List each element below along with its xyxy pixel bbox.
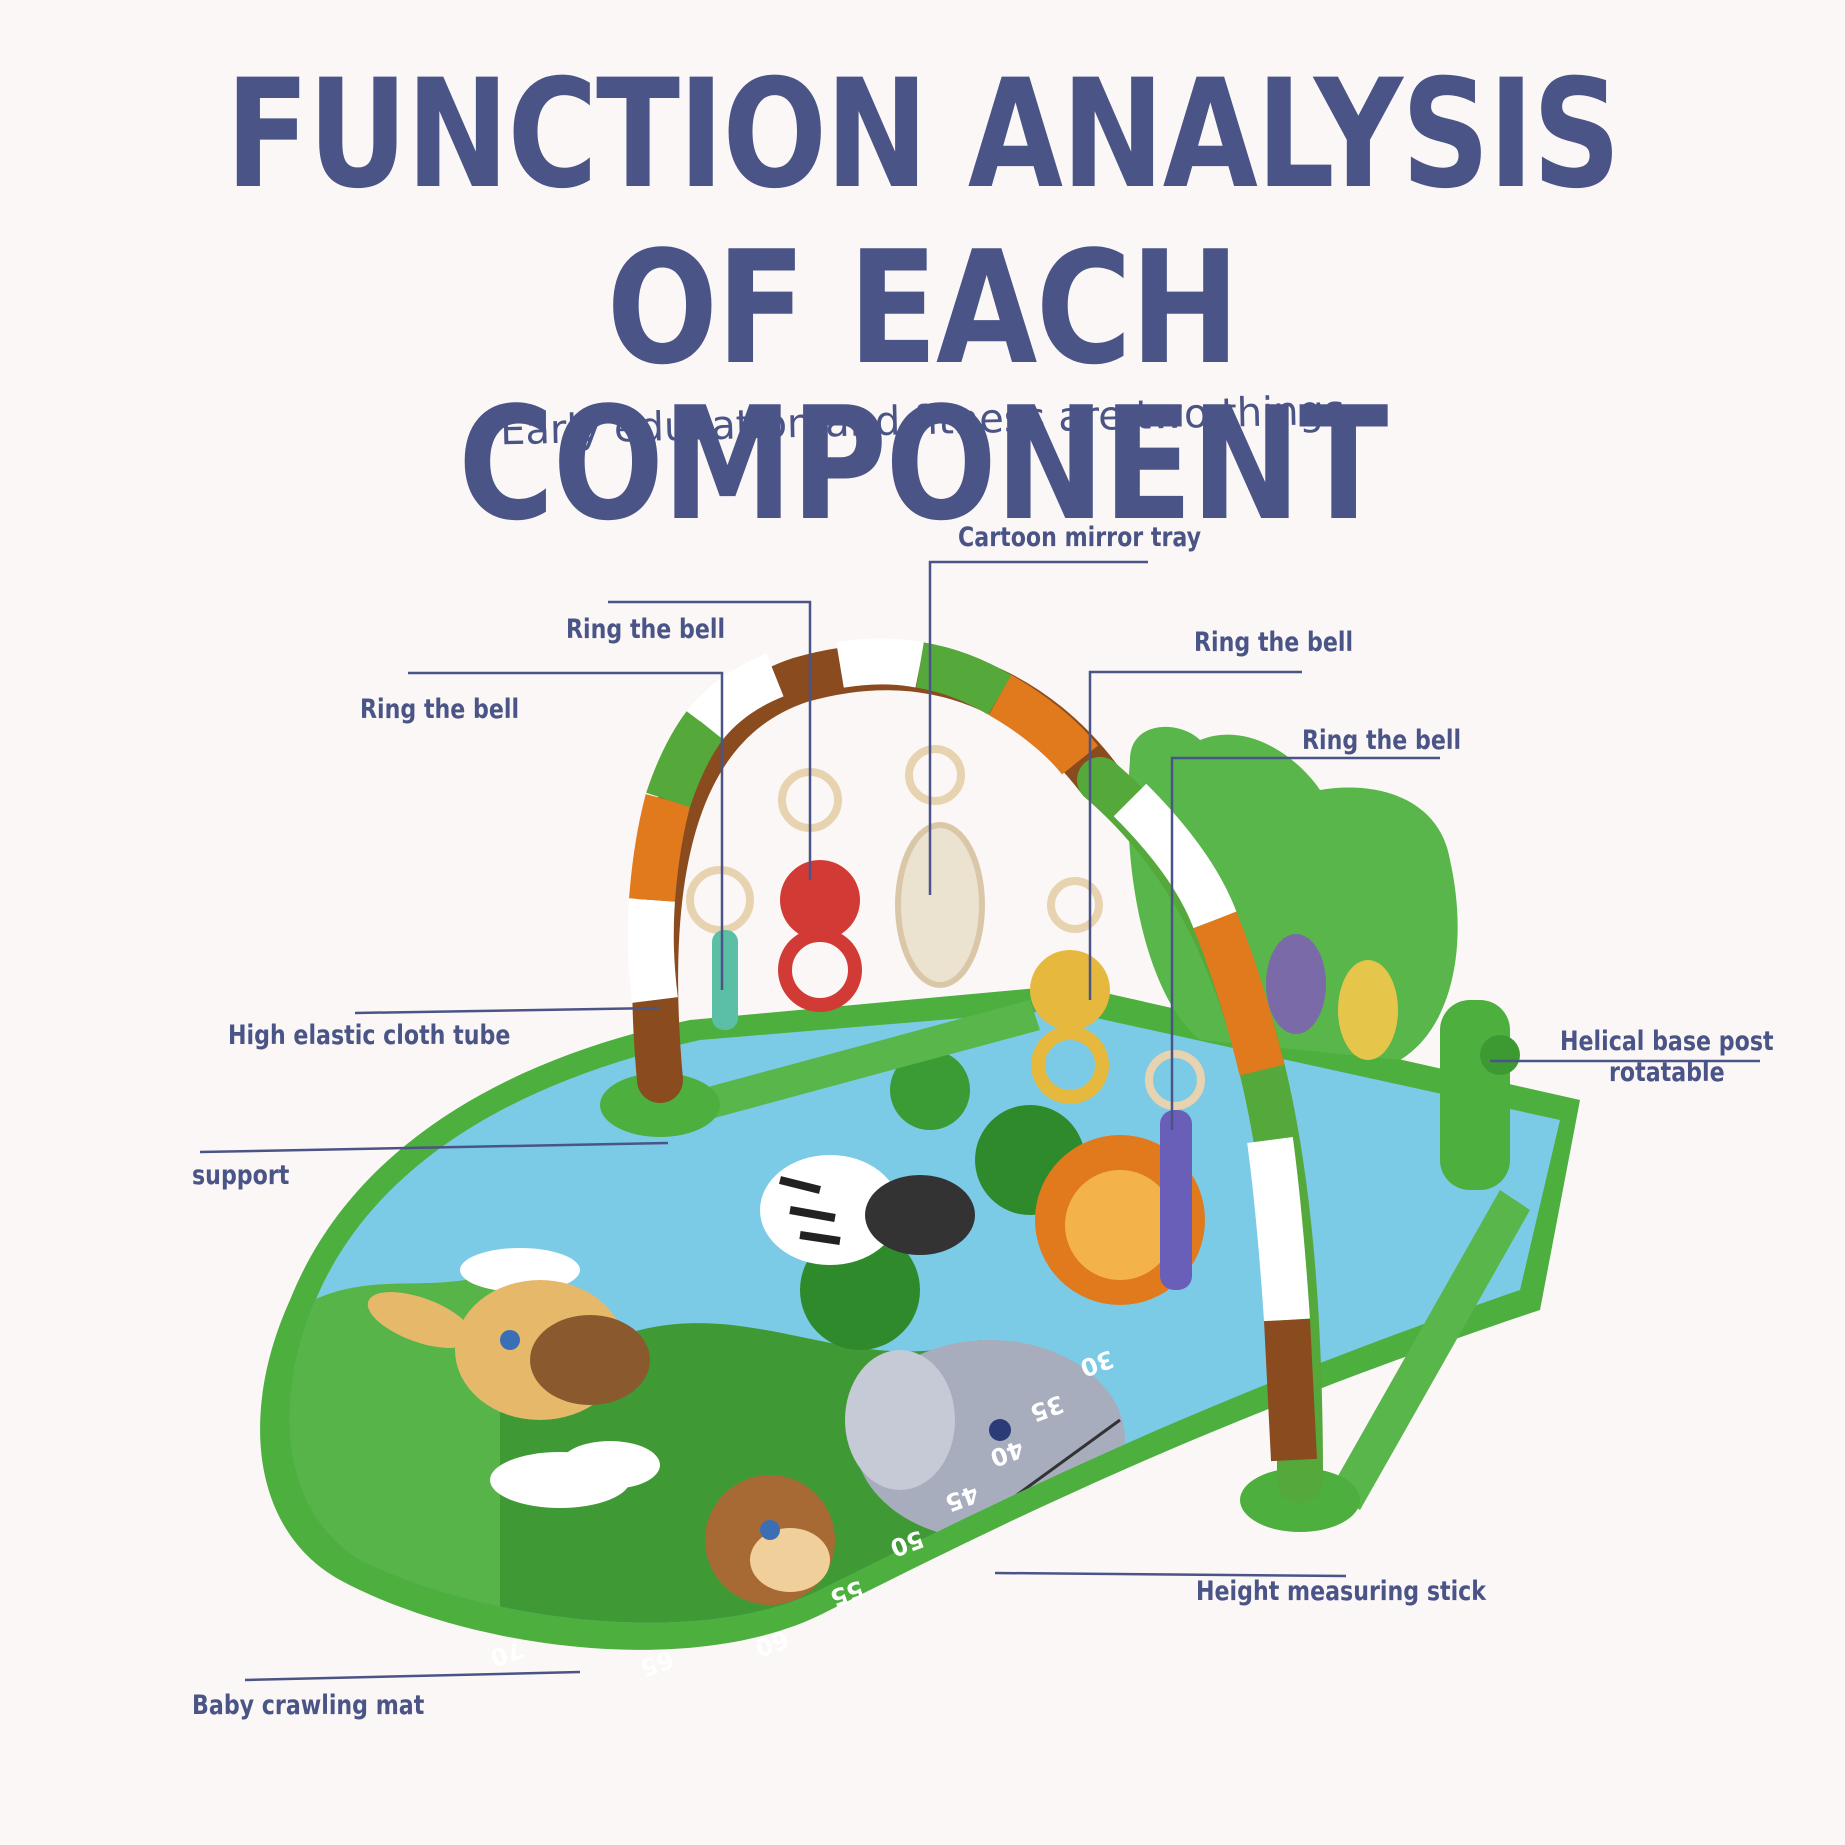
label-ring-the-bell-3: Ring the bell	[1194, 627, 1354, 658]
scale-mark: 70	[487, 1634, 528, 1672]
leader-cartoon-mirror-tray	[928, 560, 1148, 895]
label-height-measuring-stick: Height measuring stick	[1196, 1576, 1487, 1607]
page-title-line-1: FUNCTION ANALYSIS	[225, 48, 1621, 222]
hanging-toy-bear-red	[778, 768, 862, 1012]
leader-crawling-mat	[244, 1670, 581, 1682]
leader-elastic-tube	[354, 1006, 661, 1015]
leader-ring-bell-4	[1170, 756, 1440, 1130]
leader-ring-bell-2	[408, 671, 724, 990]
label-cartoon-mirror-tray: Cartoon mirror tray	[958, 522, 1202, 553]
label-helical-base-post-line-2: rotatable	[1608, 1057, 1725, 1089]
mat-frame-rail	[660, 1000, 1530, 1510]
scale-mark: 65	[637, 1644, 678, 1682]
label-helical-base-post-line-1: Helical base post	[1560, 1026, 1774, 1057]
hanging-toy-left-bell	[686, 866, 754, 1030]
leader-support	[199, 1141, 669, 1154]
hanging-toy-purple-bell	[1145, 1050, 1205, 1290]
leader-lines	[199, 560, 1760, 1682]
leader-height-stick	[994, 1571, 1347, 1578]
label-helical-base-post: Helical base post rotatable	[1560, 1026, 1774, 1088]
cartoon-mirror-tray	[895, 745, 985, 988]
leader-ring-bell-3	[1088, 670, 1302, 1000]
label-ring-the-bell-4: Ring the bell	[1302, 725, 1462, 756]
label-ring-the-bell-1: Ring the bell	[566, 614, 726, 645]
page-title-line-2: OF EACH COMPONENT	[458, 217, 1388, 555]
label-support: support	[192, 1160, 290, 1191]
leader-ring-bell-1	[608, 600, 812, 880]
label-baby-crawling-mat: Baby crawling mat	[192, 1690, 425, 1721]
label-high-elastic-cloth-tube: High elastic cloth tube	[228, 1020, 511, 1051]
label-ring-the-bell-2: Ring the bell	[360, 694, 520, 725]
arch-support-left	[600, 1073, 720, 1137]
